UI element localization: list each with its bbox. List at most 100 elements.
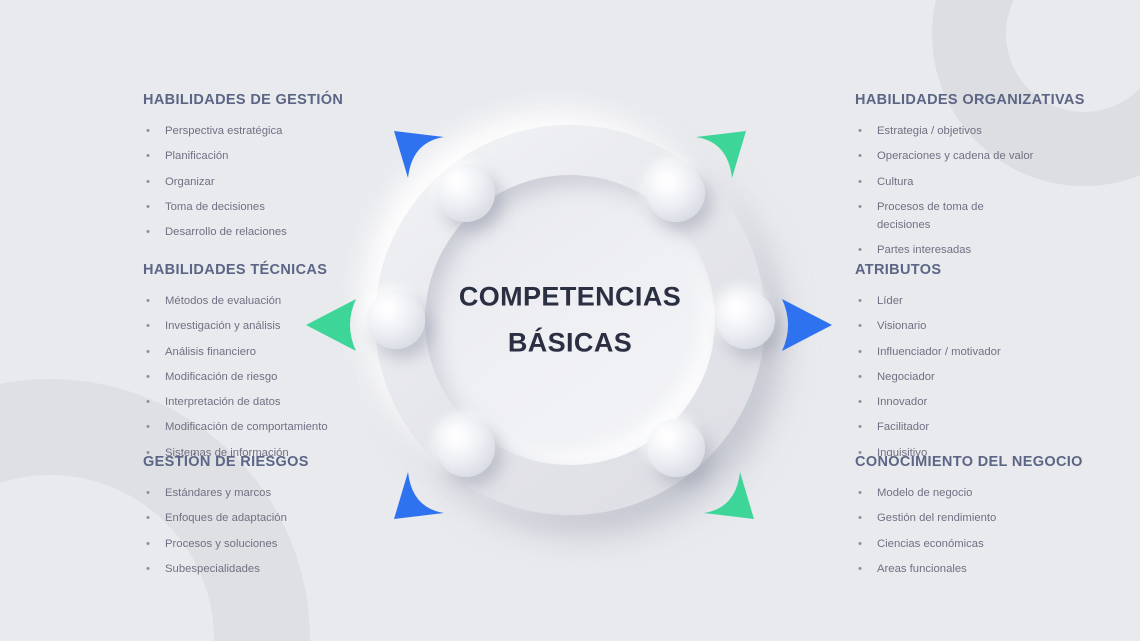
list-item: • Areas funcionales	[855, 560, 1105, 578]
list-item: •Modificación de riesgo	[143, 368, 393, 386]
list-item-label: Estrategia / objetivos	[877, 125, 982, 137]
list-item-label: Investigación y análisis	[165, 320, 281, 333]
bullet-icon: •	[858, 150, 862, 163]
list-item-label: Líder	[877, 295, 903, 307]
bullet-icon: •	[146, 200, 150, 213]
group-risk-title: GESTIÓN DE RIESGOS	[143, 454, 309, 470]
group-organizational: HABILIDADES ORGANIZATIVAS • Estrategia / …	[855, 92, 1105, 260]
list-item-label: Inquisitivo	[877, 446, 928, 459]
group-business-title: CONOCIMIENTO DEL NEGOCIO	[855, 454, 1083, 470]
list-item-label: Procesos de toma de decisiones	[877, 200, 984, 232]
bullet-icon: •	[858, 370, 862, 383]
center-title-line-2: BÁSICAS	[507, 328, 633, 358]
list-item-label: Influenciador / motivador	[877, 345, 1001, 358]
list-item-label: Facilitador	[877, 421, 930, 434]
list-item: • Facilitador	[855, 418, 1105, 436]
list-item: •Visionario	[855, 317, 1105, 335]
arrow-left-icon	[306, 299, 356, 351]
bullet-icon: •	[858, 175, 862, 188]
list-item-label: Visionario	[877, 320, 927, 333]
list-item: • Partes interesadas	[855, 241, 1105, 259]
list-item: • Investigación y análisis	[143, 317, 393, 335]
list-item: •Sistemas de información	[143, 444, 393, 462]
bullet-icon: •	[858, 295, 862, 307]
central-wheel: COMPETENCIAS BÁSICAS	[367, 125, 775, 515]
bullet-icon: •	[146, 421, 150, 434]
bullet-icon: •	[858, 537, 862, 550]
bullet-icon: •	[146, 487, 150, 499]
node-sphere-top-right	[647, 164, 705, 222]
list-item-label: Areas funcionales	[877, 562, 967, 575]
bullet-icon: •	[858, 244, 862, 257]
list-item-label: Interpretación de datos	[165, 396, 281, 409]
group-technical: HABILIDADES TÉCNICAS •Métodos de evaluac…	[143, 262, 393, 462]
bullet-icon: •	[858, 125, 862, 137]
bullet-icon: •	[858, 200, 862, 213]
group-technical-list: •Métodos de evaluación • Investigación y …	[143, 292, 393, 462]
list-item: • Cultura	[855, 173, 1105, 191]
group-attributes-title: ATRIBUTOS	[855, 262, 942, 278]
list-item: •Innovador	[855, 393, 1105, 411]
bullet-icon: •	[146, 446, 150, 459]
bullet-icon: •	[146, 512, 150, 525]
list-item: • Negociador	[855, 368, 1105, 386]
list-item-label: Negociador	[877, 370, 935, 383]
list-item: •Análisis financiero	[143, 343, 393, 361]
list-item-label: Desarrollo de relaciones	[165, 226, 287, 239]
node-sphere-bottom-left	[437, 419, 495, 477]
list-item-label: Operaciones y cadena de valor	[877, 150, 1034, 163]
list-item: •Métodos de evaluación	[143, 292, 393, 310]
node-sphere-left	[367, 291, 425, 349]
list-item-label: Modelo de negocio	[877, 487, 973, 499]
bullet-icon: •	[146, 320, 150, 333]
bullet-icon: •	[858, 512, 862, 525]
arrow-top-right-icon	[696, 131, 746, 178]
bullet-icon: •	[146, 396, 150, 409]
bullet-icon: •	[146, 150, 150, 163]
list-item-label: Organizar	[165, 175, 215, 188]
list-item-label: Ciencias económicas	[877, 537, 984, 550]
list-item-label: Toma de decisiones	[165, 200, 265, 213]
list-item-label: Enfoques de adaptación	[165, 512, 287, 525]
bullet-icon: •	[146, 226, 150, 239]
list-item-label: Subespecialidades	[165, 562, 260, 575]
group-business: CONOCIMIENTO DEL NEGOCIO •Modelo de nego…	[855, 454, 1105, 578]
list-item: • Ciencias económicas	[855, 535, 1105, 553]
group-attributes-list: •Líder •Visionario •Influenciador / moti…	[855, 292, 1105, 462]
list-item-label: Gestión del rendimiento	[877, 512, 997, 525]
group-organizational-title: HABILIDADES ORGANIZATIVAS	[855, 92, 1085, 108]
node-sphere-bottom-right	[647, 419, 705, 477]
group-management: HABILIDADES DE GESTIÓN •Perspectiva estr…	[143, 92, 393, 241]
group-organizational-list: • Estrategia / objetivos • Operaciones y c…	[855, 122, 1105, 260]
list-item: • Organizar	[143, 173, 393, 191]
group-risk-list: • Estándares y marcos • Enfoques de adapta…	[143, 484, 393, 578]
bullet-icon: •	[858, 562, 862, 575]
bullet-icon: •	[858, 421, 862, 434]
bullet-icon: •	[146, 295, 150, 307]
arrow-right-icon	[782, 299, 832, 351]
wheel-inner-disc	[425, 175, 715, 465]
list-item: • Estándares y marcos	[143, 484, 393, 502]
bullet-icon: •	[146, 562, 150, 575]
list-item: • Desarrollo de relaciones	[143, 223, 393, 241]
list-item: • Inquisitivo	[855, 444, 1105, 462]
list-item: • Toma de decisiones	[143, 198, 393, 216]
center-title: COMPETENCIAS BÁSICAS	[375, 274, 765, 367]
list-item-label: Procesos y soluciones	[165, 537, 278, 550]
list-item: •Procesos y soluciones	[143, 535, 393, 553]
list-item-label: Cultura	[877, 175, 914, 188]
list-item: • Interpretación de datos	[143, 393, 393, 411]
bullet-icon: •	[858, 446, 862, 459]
list-item: • Gestión del rendimiento	[855, 509, 1105, 527]
list-item: • Enfoques de adaptación	[143, 509, 393, 527]
bullet-icon: •	[146, 175, 150, 188]
list-item-label: Perspectiva estratégica	[165, 125, 283, 137]
arrow-bottom-right-icon	[704, 472, 754, 519]
list-item-label: Partes interesadas	[877, 244, 972, 257]
list-item: • Procesos de toma de decisiones	[855, 198, 1037, 235]
list-item-label: Modificación de riesgo	[165, 370, 278, 383]
node-sphere-right	[717, 291, 775, 349]
list-item: •Modelo de negocio	[855, 484, 1105, 502]
list-item-label: Estándares y marcos	[165, 487, 272, 499]
list-item: • Estrategia / objetivos	[855, 122, 1105, 140]
